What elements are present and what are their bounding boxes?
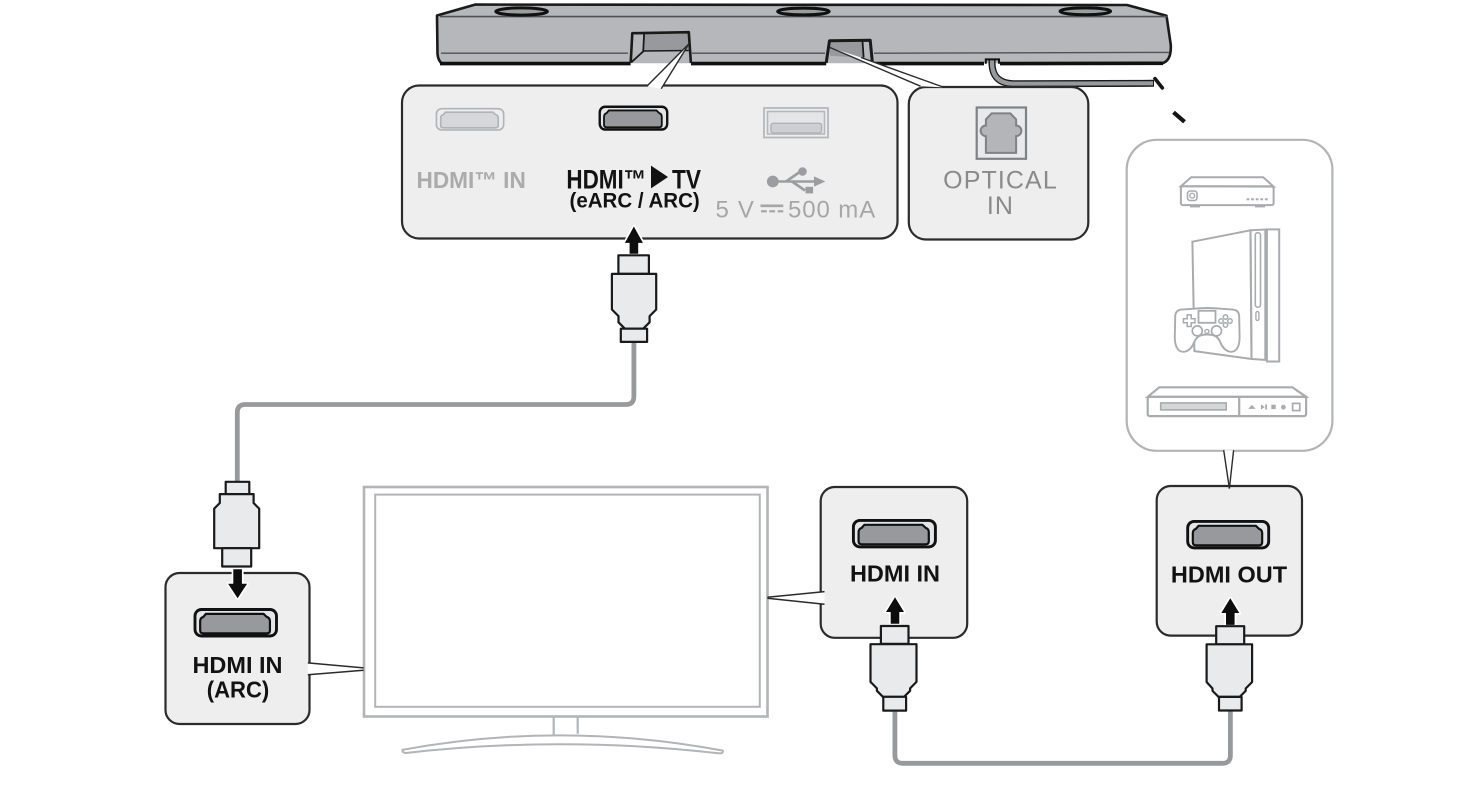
svg-text:IN: IN <box>987 192 1014 220</box>
svg-text:(eARC / ARC): (eARC / ARC) <box>570 189 700 213</box>
svg-text:TV: TV <box>672 165 701 195</box>
svg-text:HDMI OUT: HDMI OUT <box>1171 562 1288 588</box>
svg-text:HDMI™ IN: HDMI™ IN <box>417 167 526 193</box>
svg-text:5 V: 5 V <box>716 197 756 224</box>
svg-text:HDMI IN: HDMI IN <box>850 561 940 587</box>
svg-text:500 mA: 500 mA <box>788 197 876 224</box>
svg-text:OPTICAL: OPTICAL <box>943 167 1058 195</box>
svg-text:(ARC): (ARC) <box>207 677 270 703</box>
svg-text:HDMI IN: HDMI IN <box>192 652 282 678</box>
svg-text:HDMI™: HDMI™ <box>566 165 646 195</box>
